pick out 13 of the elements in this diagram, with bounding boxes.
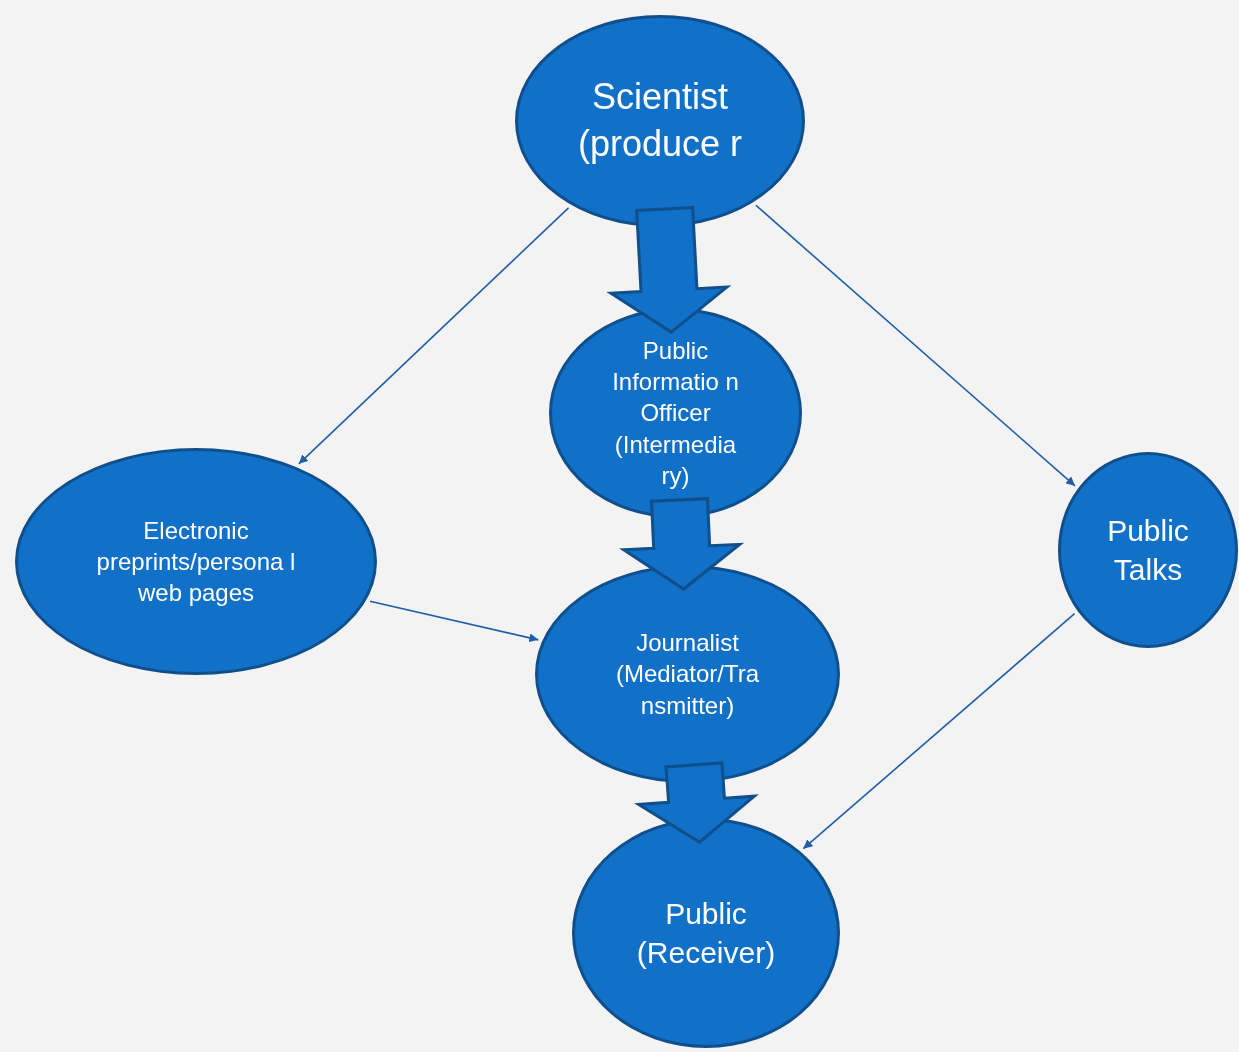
arrow [298,207,570,465]
node-label: Public Informatio n Officer (Intermedia ry) [611,336,740,491]
arrow [802,612,1076,850]
node-label: Scientist (produce r [576,75,744,166]
block-arrow [619,497,745,591]
block-arrow [606,205,732,334]
block-arrow [633,761,759,844]
node-label: Public Talks [1106,513,1190,588]
arrow [369,600,540,643]
arrow [755,204,1076,487]
node-label: Public (Receiver) [635,896,777,971]
node-label: Journalist (Mediator/Tra nsmitter) [614,628,761,721]
node-label: Electronic preprints/persona l web pages [95,515,297,609]
